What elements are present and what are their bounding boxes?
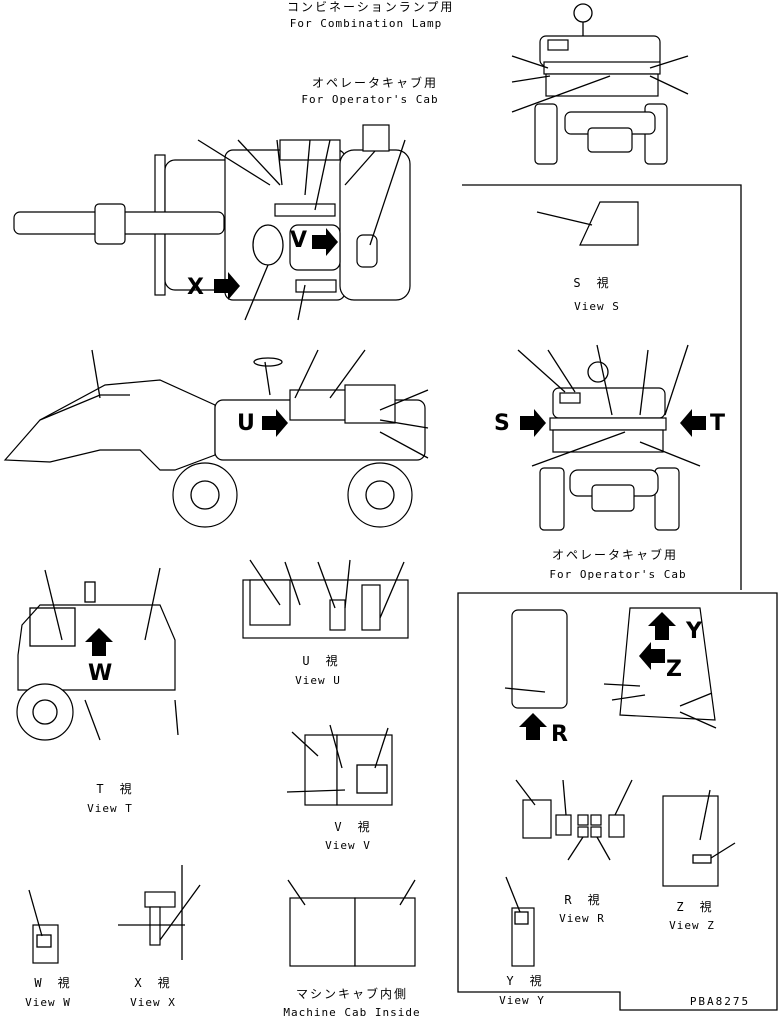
arrow-v-icon bbox=[312, 228, 338, 256]
view-t-jp: T 視 bbox=[96, 782, 134, 796]
view-letter-t: T bbox=[710, 411, 726, 436]
view-r-jp: R 視 bbox=[564, 893, 602, 907]
view-z-en: View Z bbox=[669, 919, 715, 932]
view-letter-x: X bbox=[187, 275, 204, 300]
machine-cab-jp: マシンキャブ内側 bbox=[295, 987, 408, 1001]
operators-cab-top-jp: オペレータキャブ用 bbox=[311, 76, 438, 90]
view-w-jp: W 視 bbox=[34, 976, 72, 990]
view-u-drawing bbox=[242, 559, 409, 639]
arrow-s-icon bbox=[520, 409, 546, 437]
arrow-w-icon bbox=[85, 628, 113, 656]
view-v-jp: V 視 bbox=[334, 820, 372, 834]
view-letter-s: S bbox=[494, 411, 510, 436]
view-w-drawing bbox=[28, 889, 59, 964]
machine-cab-drawing bbox=[287, 879, 416, 967]
plan-view bbox=[13, 124, 411, 321]
view-letter-r: R bbox=[551, 722, 568, 747]
view-letter-u: U bbox=[237, 411, 255, 436]
view-z-jp: Z 視 bbox=[676, 900, 714, 914]
operators-cab-right-jp: オペレータキャブ用 bbox=[551, 548, 678, 562]
view-s-en: View S bbox=[574, 300, 620, 313]
view-r-en: View R bbox=[559, 912, 605, 925]
view-y-jp: Y 視 bbox=[506, 974, 544, 988]
view-r-detail bbox=[515, 779, 633, 861]
arrow-t-icon bbox=[680, 409, 706, 437]
combination-lamp-jp: コンビネーションランプ用 bbox=[287, 0, 455, 14]
arrow-z-icon bbox=[639, 642, 665, 670]
view-y-en: View Y bbox=[499, 994, 545, 1007]
arrow-u-icon bbox=[262, 409, 288, 437]
view-letter-z: Z bbox=[666, 657, 682, 682]
view-letter-y: Y bbox=[686, 619, 702, 644]
view-letter-w: W bbox=[88, 661, 113, 686]
side-view bbox=[3, 349, 429, 528]
view-w-en: View W bbox=[25, 996, 71, 1009]
combination-lamp-en: For Combination Lamp bbox=[289, 17, 443, 30]
drawing-number: PBA8275 bbox=[689, 995, 751, 1008]
view-u-jp: U 視 bbox=[302, 654, 340, 668]
view-v-en: View V bbox=[325, 839, 371, 852]
view-r-drawing bbox=[504, 609, 568, 740]
front-view-top bbox=[511, 3, 689, 165]
view-x-drawing bbox=[118, 865, 201, 960]
view-x-jp: X 視 bbox=[134, 976, 172, 990]
view-y-drawing bbox=[505, 876, 535, 967]
view-s-drawing bbox=[536, 201, 639, 246]
arrow-y-icon bbox=[648, 612, 676, 640]
view-letter-v: V bbox=[290, 228, 308, 253]
view-v-drawing bbox=[286, 724, 393, 806]
separators bbox=[457, 184, 778, 1011]
cab-yz-drawing bbox=[603, 607, 717, 729]
view-t-en: View T bbox=[87, 802, 133, 815]
arrow-r-icon bbox=[519, 713, 547, 740]
view-z-drawing bbox=[662, 789, 736, 887]
machine-cab-en: Machine Cab Inside bbox=[283, 1006, 421, 1019]
operators-cab-right-en: For Operator's Cab bbox=[549, 568, 687, 581]
view-x-en: View X bbox=[130, 996, 176, 1009]
operators-cab-top-en: For Operator's Cab bbox=[301, 93, 439, 106]
arrow-x-icon bbox=[214, 272, 240, 300]
view-t-drawing bbox=[16, 567, 179, 741]
view-s-jp: S 視 bbox=[573, 276, 611, 290]
view-u-en: View U bbox=[295, 674, 341, 687]
front-view-st bbox=[517, 344, 706, 531]
